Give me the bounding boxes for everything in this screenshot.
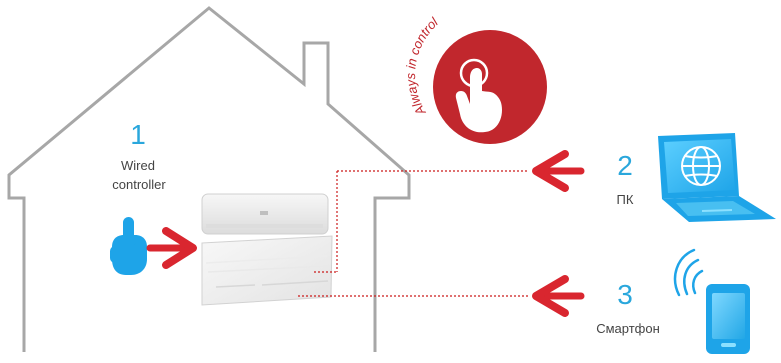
point-2-number: 2: [610, 152, 640, 180]
laptop-icon: [658, 133, 776, 222]
hand-icon: [110, 217, 147, 275]
arrow-to-units: [150, 231, 193, 265]
point-2-label: ПК: [604, 192, 646, 208]
always-in-control-badge: Always in control: [403, 7, 547, 144]
arrow-from-pc: [536, 154, 581, 188]
point-3-number: 3: [610, 281, 640, 309]
dotted-connection-lines: [298, 171, 528, 296]
wifi-signal-icon: [675, 250, 702, 295]
point-1-label-line-2: controller: [96, 177, 182, 193]
smartphone-icon: [706, 284, 750, 354]
arrow-from-smartphone: [536, 279, 581, 313]
point-1-number: 1: [123, 121, 153, 149]
point-1-label-line-1: Wired: [102, 158, 174, 174]
point-3-label: Смартфон: [581, 321, 675, 337]
floor-ac-unit: [202, 236, 332, 305]
wall-split-ac-unit: [202, 194, 328, 234]
